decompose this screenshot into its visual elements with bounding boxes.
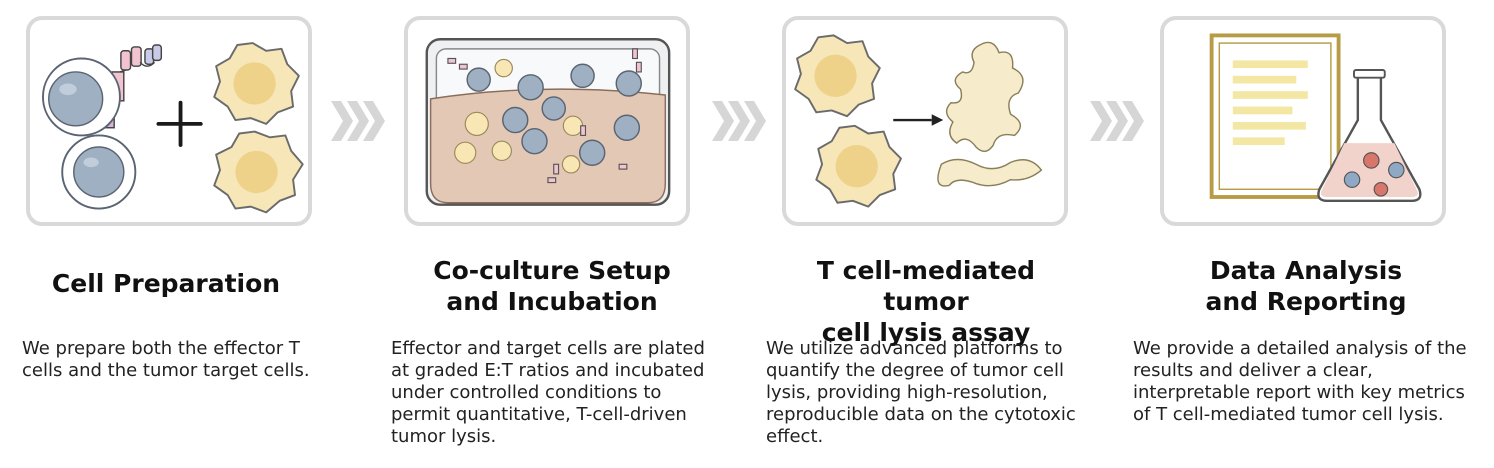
cell-preparation-panel xyxy=(26,16,312,226)
co-culture-dish-icon xyxy=(425,38,671,206)
t-cells-plus-tumor-cells-icon xyxy=(42,42,304,214)
triple-chevron-icon xyxy=(712,101,766,141)
step-2-title: Co-culture Setup and Incubation xyxy=(433,256,671,316)
step-4-description: We provide a detailed analysis of the re… xyxy=(1133,338,1467,425)
lysed-cell-icon xyxy=(937,41,1043,187)
tumor-cell-icon xyxy=(213,42,300,125)
flask-icon xyxy=(1317,69,1422,203)
report-and-flask-icon xyxy=(1209,33,1422,203)
lysis-assay-panel xyxy=(782,16,1068,226)
arrow-right-icon xyxy=(893,114,944,126)
plus-icon xyxy=(156,100,203,147)
step-3-description: We utilize advanced platforms to quantif… xyxy=(766,338,1076,447)
step-1-description: We prepare both the effector T cells and… xyxy=(22,338,310,381)
tumor-cell-icon xyxy=(794,34,881,118)
co-culture-panel xyxy=(404,16,690,226)
report-document-icon xyxy=(1209,33,1341,199)
step-3-title: T cell-mediated tumor cell lysis assay xyxy=(816,256,1036,347)
tumor-cell-lysis-icon xyxy=(794,34,1043,208)
step-4-title: Data Analysis and Reporting xyxy=(1205,256,1407,316)
tumor-cell-icon xyxy=(815,124,902,208)
triple-chevron-icon xyxy=(1090,101,1144,141)
tumor-cell-icon xyxy=(213,130,304,214)
triple-chevron-icon xyxy=(331,101,385,141)
step-1-title: Cell Preparation xyxy=(51,269,281,298)
data-analysis-panel xyxy=(1160,16,1446,226)
step-2-description: Effector and target cells are plated at … xyxy=(391,338,705,447)
